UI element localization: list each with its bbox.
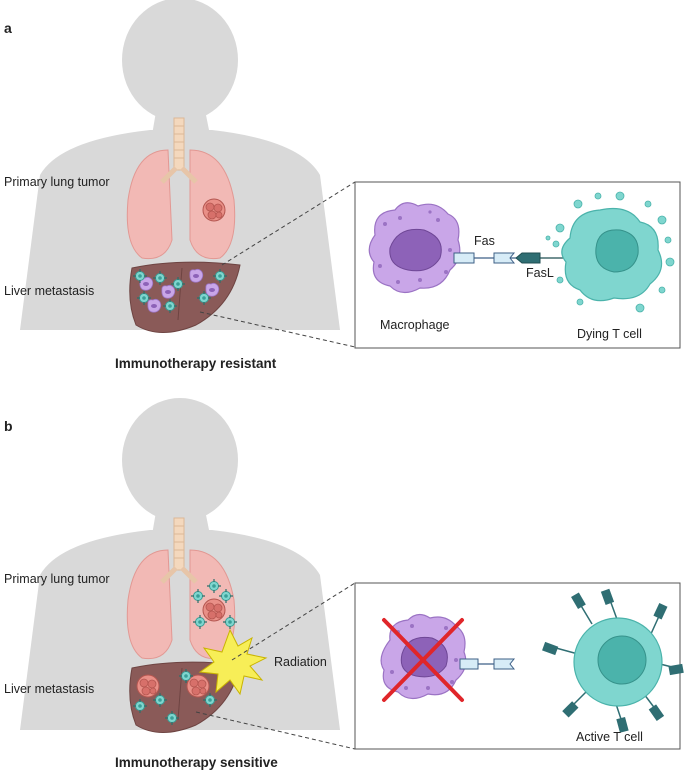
fas-receptor-head-icon bbox=[493, 252, 516, 264]
active-tcell-label: Active T cell bbox=[576, 730, 643, 744]
liver-macrophage-a bbox=[205, 282, 220, 297]
apoptotic-blebs bbox=[545, 191, 675, 313]
lung-tumor-b bbox=[202, 598, 226, 622]
macrophage-a-nucleus bbox=[389, 228, 442, 272]
cross-out-icon bbox=[382, 618, 464, 702]
panel-a-liver-label: Liver metastasis bbox=[4, 284, 95, 298]
liver-macrophage-a bbox=[189, 268, 204, 283]
panel-b-liver-label: Liver metastasis bbox=[4, 682, 95, 696]
panel-a-caption: Immunotherapy resistant bbox=[115, 356, 277, 371]
fas-receptor-head-b-icon bbox=[493, 658, 516, 670]
radiation-label: Radiation bbox=[274, 655, 327, 669]
zoom-line-a-top bbox=[221, 181, 356, 266]
liver-macrophage-a bbox=[161, 284, 176, 299]
zoom-line-b-bottom bbox=[195, 711, 356, 750]
fas-receptor-icon bbox=[453, 252, 475, 264]
panel-b-body bbox=[20, 398, 340, 733]
zoom-line-a-bottom bbox=[199, 311, 356, 348]
active-tcell-nucleus bbox=[597, 635, 647, 685]
panel-b-caption: Immunotherapy sensitive bbox=[115, 755, 278, 770]
dying-tcell-nucleus bbox=[595, 229, 639, 273]
fas-label: Fas bbox=[474, 234, 495, 248]
panel-a-primary-label: Primary lung tumor bbox=[4, 175, 110, 189]
panel-a-label: a bbox=[4, 20, 12, 36]
fasl-label: FasL bbox=[526, 266, 554, 280]
macrophage-a-granules bbox=[378, 210, 452, 284]
lung-tumor-a bbox=[202, 198, 226, 222]
zoom-line-b-top bbox=[231, 582, 356, 661]
panel-b-primary-label: Primary lung tumor bbox=[4, 572, 110, 586]
dying-tcell-label: Dying T cell bbox=[577, 327, 642, 341]
panel-b-label: b bbox=[4, 418, 13, 434]
fasl-ligand-icon bbox=[515, 252, 541, 264]
fas-receptor-b-icon bbox=[459, 658, 479, 670]
liver-macrophage-a bbox=[147, 298, 162, 313]
macrophage-b-granules bbox=[390, 624, 458, 690]
liver-tumor-b bbox=[136, 674, 160, 698]
active-tcell-receptor-heads bbox=[542, 588, 684, 733]
macrophage-label: Macrophage bbox=[380, 318, 450, 332]
panel-a-body bbox=[20, 0, 340, 333]
radiation-burst-icon bbox=[198, 628, 268, 696]
